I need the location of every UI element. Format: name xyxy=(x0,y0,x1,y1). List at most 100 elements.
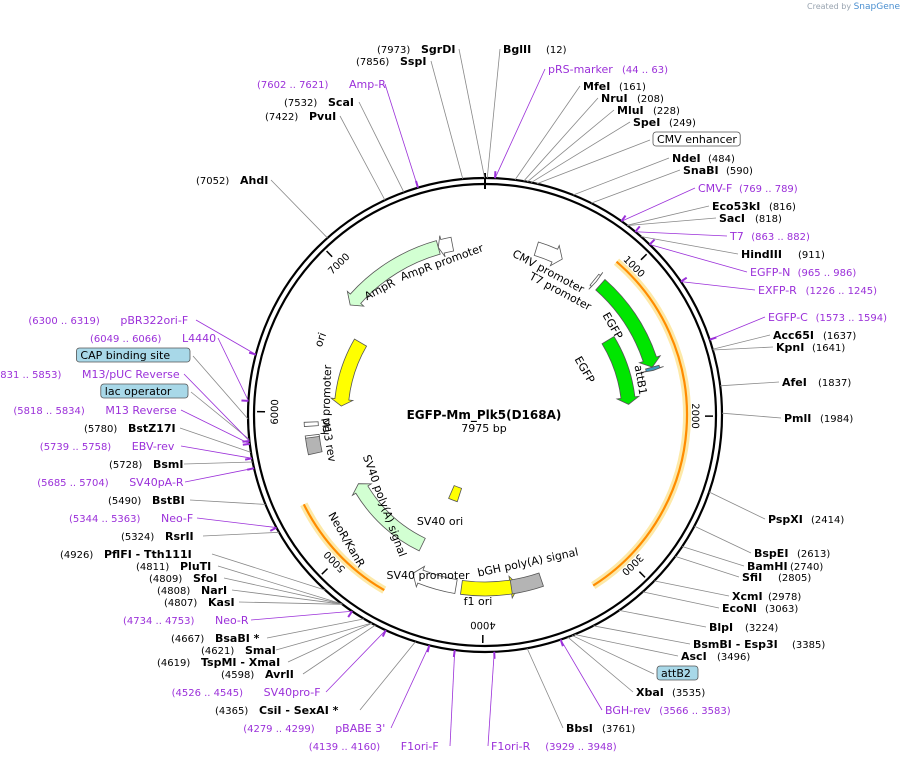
feature-label: f1 ori xyxy=(464,595,493,608)
site-name: SfoI xyxy=(193,572,217,585)
orf-arc xyxy=(302,503,385,592)
primer-tick xyxy=(242,442,250,446)
site-name: BamHI xyxy=(747,560,788,573)
site-label-enzyme: AhdI(7052) xyxy=(196,174,268,187)
site-name: CMV-F xyxy=(698,182,732,195)
site-label-enzyme: NdeI(484) xyxy=(672,152,735,165)
site-label-primer: SV40pro-F(4526 .. 4545) xyxy=(172,686,321,699)
site-name: XcmI xyxy=(732,590,763,603)
feature-arrow xyxy=(509,572,544,595)
site-label-primer: EGFP-C(1573 .. 1594) xyxy=(768,311,887,324)
primer-tick xyxy=(452,649,456,658)
site-name: SacI xyxy=(719,212,745,225)
site-position: (4667) xyxy=(171,634,204,645)
site-label-enzyme: BbsI(3761) xyxy=(566,722,635,735)
site-position: (7856) xyxy=(356,57,389,68)
leader-line xyxy=(325,629,387,693)
feature-arrow xyxy=(588,272,604,290)
primer-tick xyxy=(680,276,688,283)
site-label-enzyme: BlpI(3224) xyxy=(709,621,778,634)
site-name: AfeI xyxy=(782,376,807,389)
site-position: (1637) xyxy=(823,331,856,342)
site-label-enzyme: BstZ17I(5780) xyxy=(84,422,176,435)
primer-tick xyxy=(709,336,717,341)
outer-feature-arcs xyxy=(300,258,691,594)
site-position: (4811) xyxy=(136,562,169,573)
site-position: (4808) xyxy=(157,586,190,597)
site-name: M13 Reverse xyxy=(105,404,176,417)
feature-arrow xyxy=(303,421,319,428)
site-label-primer: EGFP-N(965 .. 986) xyxy=(750,266,856,279)
feature-box xyxy=(100,383,189,399)
feature-box-label: lac operator xyxy=(105,385,172,398)
feature-box xyxy=(656,665,699,681)
plasmid-length: 7975 bp xyxy=(461,422,506,435)
site-position: (1837) xyxy=(818,378,851,389)
leader-line xyxy=(302,624,376,675)
site-position: (6300 .. 6319) xyxy=(28,316,100,327)
site-name: BglII xyxy=(503,43,531,56)
site-position: (911) xyxy=(798,250,825,261)
leader-line xyxy=(217,565,342,605)
site-label-enzyme: SacI (818) xyxy=(719,212,782,225)
leader-line xyxy=(190,391,250,440)
site-label-feature: lac operator xyxy=(100,383,189,399)
site-position: (3496) xyxy=(717,652,750,663)
site-label-enzyme: BamHI(2740) xyxy=(747,560,823,573)
feature-label: attB1 xyxy=(631,364,649,396)
site-position: (818) xyxy=(755,214,782,225)
site-position: (4139 .. 4160) xyxy=(309,742,381,753)
site-label-enzyme: KpnI(1641) xyxy=(776,341,845,354)
site-label-enzyme: SspI(7856) xyxy=(356,55,426,68)
leader-line xyxy=(202,531,280,537)
site-position: (4621) xyxy=(201,646,234,657)
site-name: BbsI xyxy=(566,722,593,735)
site-name: BstZ17I xyxy=(128,422,176,435)
orf-arc xyxy=(592,260,689,587)
site-name: MfeI xyxy=(583,80,610,93)
leader-line xyxy=(640,236,739,255)
feature-arrows xyxy=(303,235,664,600)
site-label-enzyme: XbaI(3535) xyxy=(636,686,705,699)
site-label-enzyme: ScaI(7532) xyxy=(284,96,354,109)
leader-line xyxy=(649,244,748,273)
site-position: (5818 .. 5834) xyxy=(13,406,85,417)
feature-box-label: CAP binding site xyxy=(80,349,170,362)
primer-tick xyxy=(620,214,627,222)
leader-line xyxy=(223,577,343,605)
leader-line xyxy=(270,179,328,239)
leader-line xyxy=(358,101,405,193)
site-name: Neo-R xyxy=(215,614,249,627)
site-label-primer: M13 Reverse (5818 .. 5834) xyxy=(13,404,176,417)
site-name: PflFI - Tth111I xyxy=(104,548,192,561)
site-label-enzyme: KasI(4807) xyxy=(164,596,235,609)
site-label-enzyme: BsmBI - Esp3I(3385) xyxy=(693,638,825,651)
feature-arrow xyxy=(412,565,458,594)
site-name: EXFP-R xyxy=(758,284,797,297)
site-label-enzyme: SfoI(4809) xyxy=(149,572,217,585)
tick-mark xyxy=(321,568,329,575)
plasmid-backbone xyxy=(246,173,724,654)
leader-line xyxy=(487,651,495,747)
site-position: (4526 .. 4545) xyxy=(172,688,244,699)
leader-line xyxy=(195,319,257,355)
leader-line xyxy=(654,580,730,597)
leader-line xyxy=(231,589,343,605)
leader-line xyxy=(287,622,373,663)
leader-line xyxy=(619,610,707,628)
leader-line xyxy=(184,467,255,483)
site-label-primer: Neo-R(4734 .. 4753) xyxy=(123,614,249,627)
feature-label: EGFP xyxy=(572,354,598,385)
site-name: KpnI xyxy=(776,341,804,354)
feature-arrow xyxy=(351,483,426,552)
site-name: BsmI xyxy=(153,458,184,471)
site-position: (2613) xyxy=(797,549,830,560)
site-name: SV40pA-R xyxy=(129,476,184,489)
site-name: CsiI - SexAI * xyxy=(259,704,339,717)
leader-line xyxy=(709,316,766,341)
site-position: (3929 .. 3948) xyxy=(545,742,617,753)
site-position: (1573 .. 1594) xyxy=(816,313,888,324)
primer-tick xyxy=(347,610,353,618)
site-label-enzyme: BsaBI *(4667) xyxy=(171,632,260,645)
leader-line xyxy=(196,517,277,528)
